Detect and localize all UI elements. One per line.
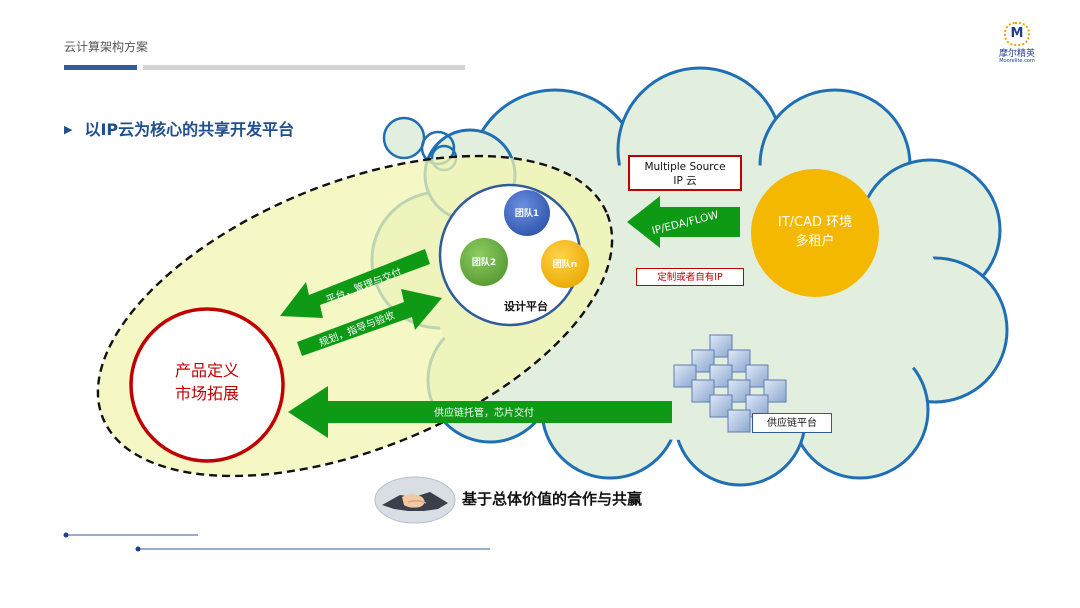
team-2-node <box>460 238 508 286</box>
team-1-node <box>504 190 550 236</box>
supply-chain-arrow <box>288 386 672 438</box>
footer-decoration <box>63 532 490 552</box>
handshake-icon <box>374 476 456 524</box>
multiple-source-ip-box: Multiple Source IP 云 <box>628 155 742 191</box>
design-platform-label: 设计平台 <box>504 299 548 313</box>
team-2-label: 团队2 <box>472 256 496 268</box>
chip-stack-icon <box>673 334 787 433</box>
header-divider-accent <box>64 65 137 70</box>
logo-name: 摩尔精英 <box>998 49 1035 59</box>
team-1-label: 团队1 <box>515 207 539 219</box>
supply-platform-box: 供应链平台 <box>752 413 832 433</box>
header-divider <box>143 65 465 70</box>
section-heading-text: 以IP云为核心的共享开发平台 <box>84 120 295 139</box>
ip-eda-flow-arrow <box>627 196 740 248</box>
page-header-title: 云计算架构方案 <box>64 40 149 54</box>
company-logo: M 摩尔精英 Moorelite.com <box>982 22 1052 66</box>
product-line2: 市场拓展 <box>175 384 239 403</box>
custom-ip-box: 定制或者自有IP <box>636 268 744 286</box>
team-n-label: 团队n <box>553 258 577 270</box>
plan-guide-arrow <box>297 289 442 356</box>
product-definition-node <box>129 307 285 463</box>
ms-box-line1: Multiple Source <box>644 161 726 173</box>
slogan: 基于总体价值的合作与共赢 <box>462 490 643 508</box>
it-cad-node <box>751 169 879 297</box>
platform-manage-arrow <box>280 249 430 318</box>
ms-box-line2: IP 云 <box>673 175 697 187</box>
ip-cloud <box>370 66 1009 487</box>
it-cad-line2: 多租户 <box>795 233 834 249</box>
bullet-triangle-icon: ▶ <box>64 123 73 136</box>
team-n-node <box>541 240 589 288</box>
logo-mark: M <box>1004 22 1030 46</box>
logo-url: Moorelite.com <box>999 58 1035 64</box>
supply-chain-label: 供应链托管，芯片交付 <box>434 406 534 419</box>
product-line1: 产品定义 <box>175 361 239 380</box>
it-cad-line1: IT/CAD 环境 <box>778 215 852 230</box>
section-heading: ▶ 以IP云为核心的共享开发平台 <box>64 116 294 140</box>
